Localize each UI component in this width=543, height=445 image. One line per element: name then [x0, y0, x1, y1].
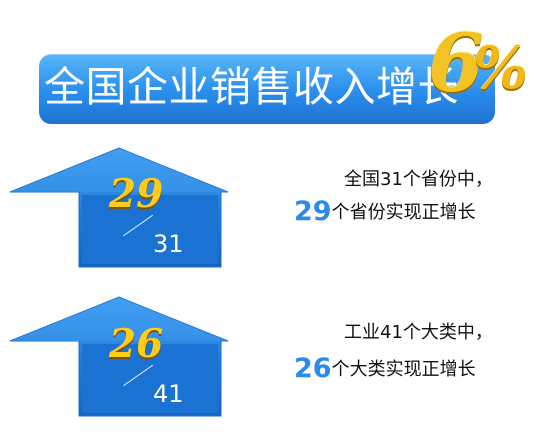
stat-highlight-number: 29	[294, 196, 332, 227]
stat-result: 29个省份实现正增长	[294, 196, 476, 227]
stat-caption: 工业41个大类中，	[344, 322, 493, 343]
title-banner	[39, 54, 495, 124]
percent-sign: %	[473, 34, 529, 102]
stat-highlight-number: 26	[294, 353, 332, 384]
stat-result: 26个大类实现正增长	[294, 353, 476, 384]
growth-percent: 6 %	[428, 13, 538, 123]
numerator-value: 29	[109, 171, 164, 217]
stat-result-text: 个省份实现正增长	[331, 202, 476, 223]
up-arrow-icon	[8, 146, 230, 268]
stat-result-text: 个大类实现正增长	[331, 359, 476, 380]
denominator-value: 31	[153, 230, 184, 258]
growth-percent-value: 6	[428, 16, 484, 110]
stat-caption: 全国31个省份中，	[344, 169, 493, 190]
up-arrow-icon	[8, 295, 230, 417]
numerator-value: 26	[109, 321, 164, 367]
banner-title: 全国企业销售收入增长	[44, 63, 459, 111]
denominator-value: 41	[153, 380, 184, 408]
